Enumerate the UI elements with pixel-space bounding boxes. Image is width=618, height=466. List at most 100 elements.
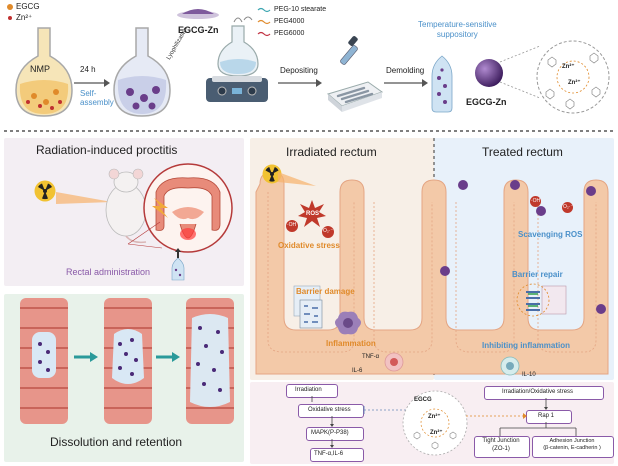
zn-legend-dot [8, 16, 12, 20]
radiation-beam-icon [278, 172, 316, 186]
section-divider [4, 130, 614, 132]
ros-label: ROS [306, 211, 320, 217]
repaired-junction-icon [516, 283, 550, 317]
superoxide-badge [322, 226, 334, 238]
zoom-dashed-lines [499, 45, 541, 99]
pathway-tnf-label: TNF-α,IL-6 [314, 451, 344, 457]
demolding-label: Demolding [386, 66, 425, 75]
powder-icon [177, 9, 219, 19]
pathway-rap1-label: Rap 1 [538, 413, 555, 419]
suppository-small-icon [171, 257, 185, 281]
dropper-icon [340, 36, 358, 65]
arrow-right-icon [156, 352, 180, 362]
nanoparticle-dot [596, 304, 606, 314]
pathway-node-mapk [306, 427, 364, 441]
il6-label: IL-6 [352, 368, 363, 374]
pathway-tight-label: Tight Junction (ZO-1) [482, 438, 520, 452]
nanoparticle-dot [586, 186, 596, 196]
hydroxyl-radical-label: ·OH [287, 222, 297, 228]
pathway-node-tnf [310, 448, 364, 462]
inflammation-label: Inflammation [326, 339, 376, 348]
nanoparticle-dot [510, 180, 520, 190]
colon-tube-1-icon [20, 298, 68, 424]
damaged-junction-icon [299, 299, 323, 329]
ros-burst-icon [298, 200, 326, 227]
flask-nmp-label: NMP [30, 64, 50, 74]
suppository-icon [431, 55, 453, 113]
peg6000-label: PEG6000 [274, 30, 305, 37]
pathway-zn-d-label: Zn²⁺ [430, 430, 443, 436]
colon-tube-3-icon [186, 298, 234, 424]
zn-label-a: Zn²⁺ [562, 64, 575, 70]
irradiated-rectum-title: Irradiated rectum [286, 145, 377, 159]
peg4000-line-icon [257, 19, 271, 25]
flask-nmp-icon [15, 27, 73, 117]
zoom-guide-lines [127, 221, 163, 249]
barrier-damage-label: Barrier damage [296, 287, 355, 296]
peg4000-label: PEG4000 [274, 18, 305, 25]
barrier-repair-label: Barrier repair [512, 270, 563, 279]
top-synthesis-strip: EGCG Zn²⁺ NMP 24 h Self- assembly Lyophi… [0, 0, 618, 128]
pathway-irradiation-label: Irradiation [295, 387, 322, 393]
inhibiting-inflammation-label: Inhibiting inflammation [482, 341, 570, 350]
zn-label-b: Zn²⁺ [568, 80, 581, 86]
egcg-legend-dot [7, 4, 13, 10]
egcg-zn-complex-icon [402, 390, 468, 456]
pathway-arrows-left [311, 396, 334, 448]
suppository-label: Temperature-sensitive suppository [418, 20, 497, 40]
immune-cell-icon [384, 352, 404, 372]
nanoparticle-dot [440, 266, 450, 276]
egcg-zn-nanoparticle-icon [475, 59, 503, 87]
pathway-adhesion-label: Adhesion Junction (β-catenin, E-cadherin… [543, 438, 601, 451]
resting-cell-icon [500, 356, 520, 376]
pathway-irr-ox-label: Irradiation/Oxidative stress [502, 389, 574, 395]
scavenging-ros-label: Scavenging ROS [518, 230, 583, 239]
nanoparticle-dot [536, 206, 546, 216]
treated-rectum-title: Treated rectum [482, 145, 563, 159]
hydroxyl-radical-badge [530, 196, 541, 207]
egcg-legend-label: EGCG [16, 2, 40, 11]
arrow-right-icon [74, 352, 98, 362]
nanoparticle-dot [458, 180, 468, 190]
proctitis-title: Radiation-induced proctitis [36, 143, 178, 157]
arrow-right-icon [384, 79, 428, 87]
radiation-beam-icon [56, 192, 112, 204]
peg10-line-icon [257, 7, 271, 13]
pathway-mapk-label: MAPK(P-P38) [311, 430, 349, 436]
tnf-alpha-label: TNF-α [362, 354, 380, 360]
colon-tube-2-icon [104, 298, 152, 424]
self-assembly-label: Self- assembly [80, 89, 114, 107]
magnetic-stirrer-icon [206, 16, 268, 102]
proctitis-panel: Radiation-induced proctitis Rectal admin… [4, 138, 244, 286]
step-time-label: 24 h [80, 65, 96, 74]
coordination-structure-icon [536, 40, 610, 114]
depositing-label: Depositing [280, 66, 318, 75]
oxidative-stress-label: Oxidative stress [278, 241, 340, 250]
superoxide-badge [562, 202, 573, 213]
pathway-node-tight [474, 436, 530, 458]
pathway-oxidative-label: Oxidative stress [308, 407, 351, 413]
egcg-zn-label: EGCG-Zn [466, 97, 507, 107]
arrow-right-icon [74, 79, 110, 87]
il10-label: IL-10 [522, 372, 536, 378]
pathway-arrows-right [466, 398, 577, 436]
pathway-egcg-label: EGCG [414, 397, 432, 403]
pathway-node-irr-ox [484, 386, 604, 400]
dissolution-panel: Dissolution and retention [4, 294, 244, 462]
inhibition-line [363, 406, 410, 414]
superoxide-label: O₂·⁻ [563, 204, 574, 210]
up-arrow-icon [175, 248, 181, 258]
pathway-zn-c-label: Zn²⁺ [428, 414, 441, 420]
peg10-label: PEG-10 stearate [274, 6, 327, 13]
colon-zoom-icon [143, 163, 233, 253]
pathway-node-rap1 [526, 410, 572, 424]
hydroxyl-radical-badge [286, 220, 298, 232]
dissolution-title: Dissolution and retention [50, 435, 183, 449]
hydroxyl-radical-label: ·OH [531, 198, 541, 204]
macrophage-icon [335, 311, 361, 335]
arrow-right-icon [278, 79, 322, 87]
bolt-icon [152, 198, 168, 218]
zn-legend-label: Zn²⁺ [16, 13, 33, 22]
radiation-icon [34, 180, 56, 202]
peg6000-line-icon [257, 31, 271, 37]
